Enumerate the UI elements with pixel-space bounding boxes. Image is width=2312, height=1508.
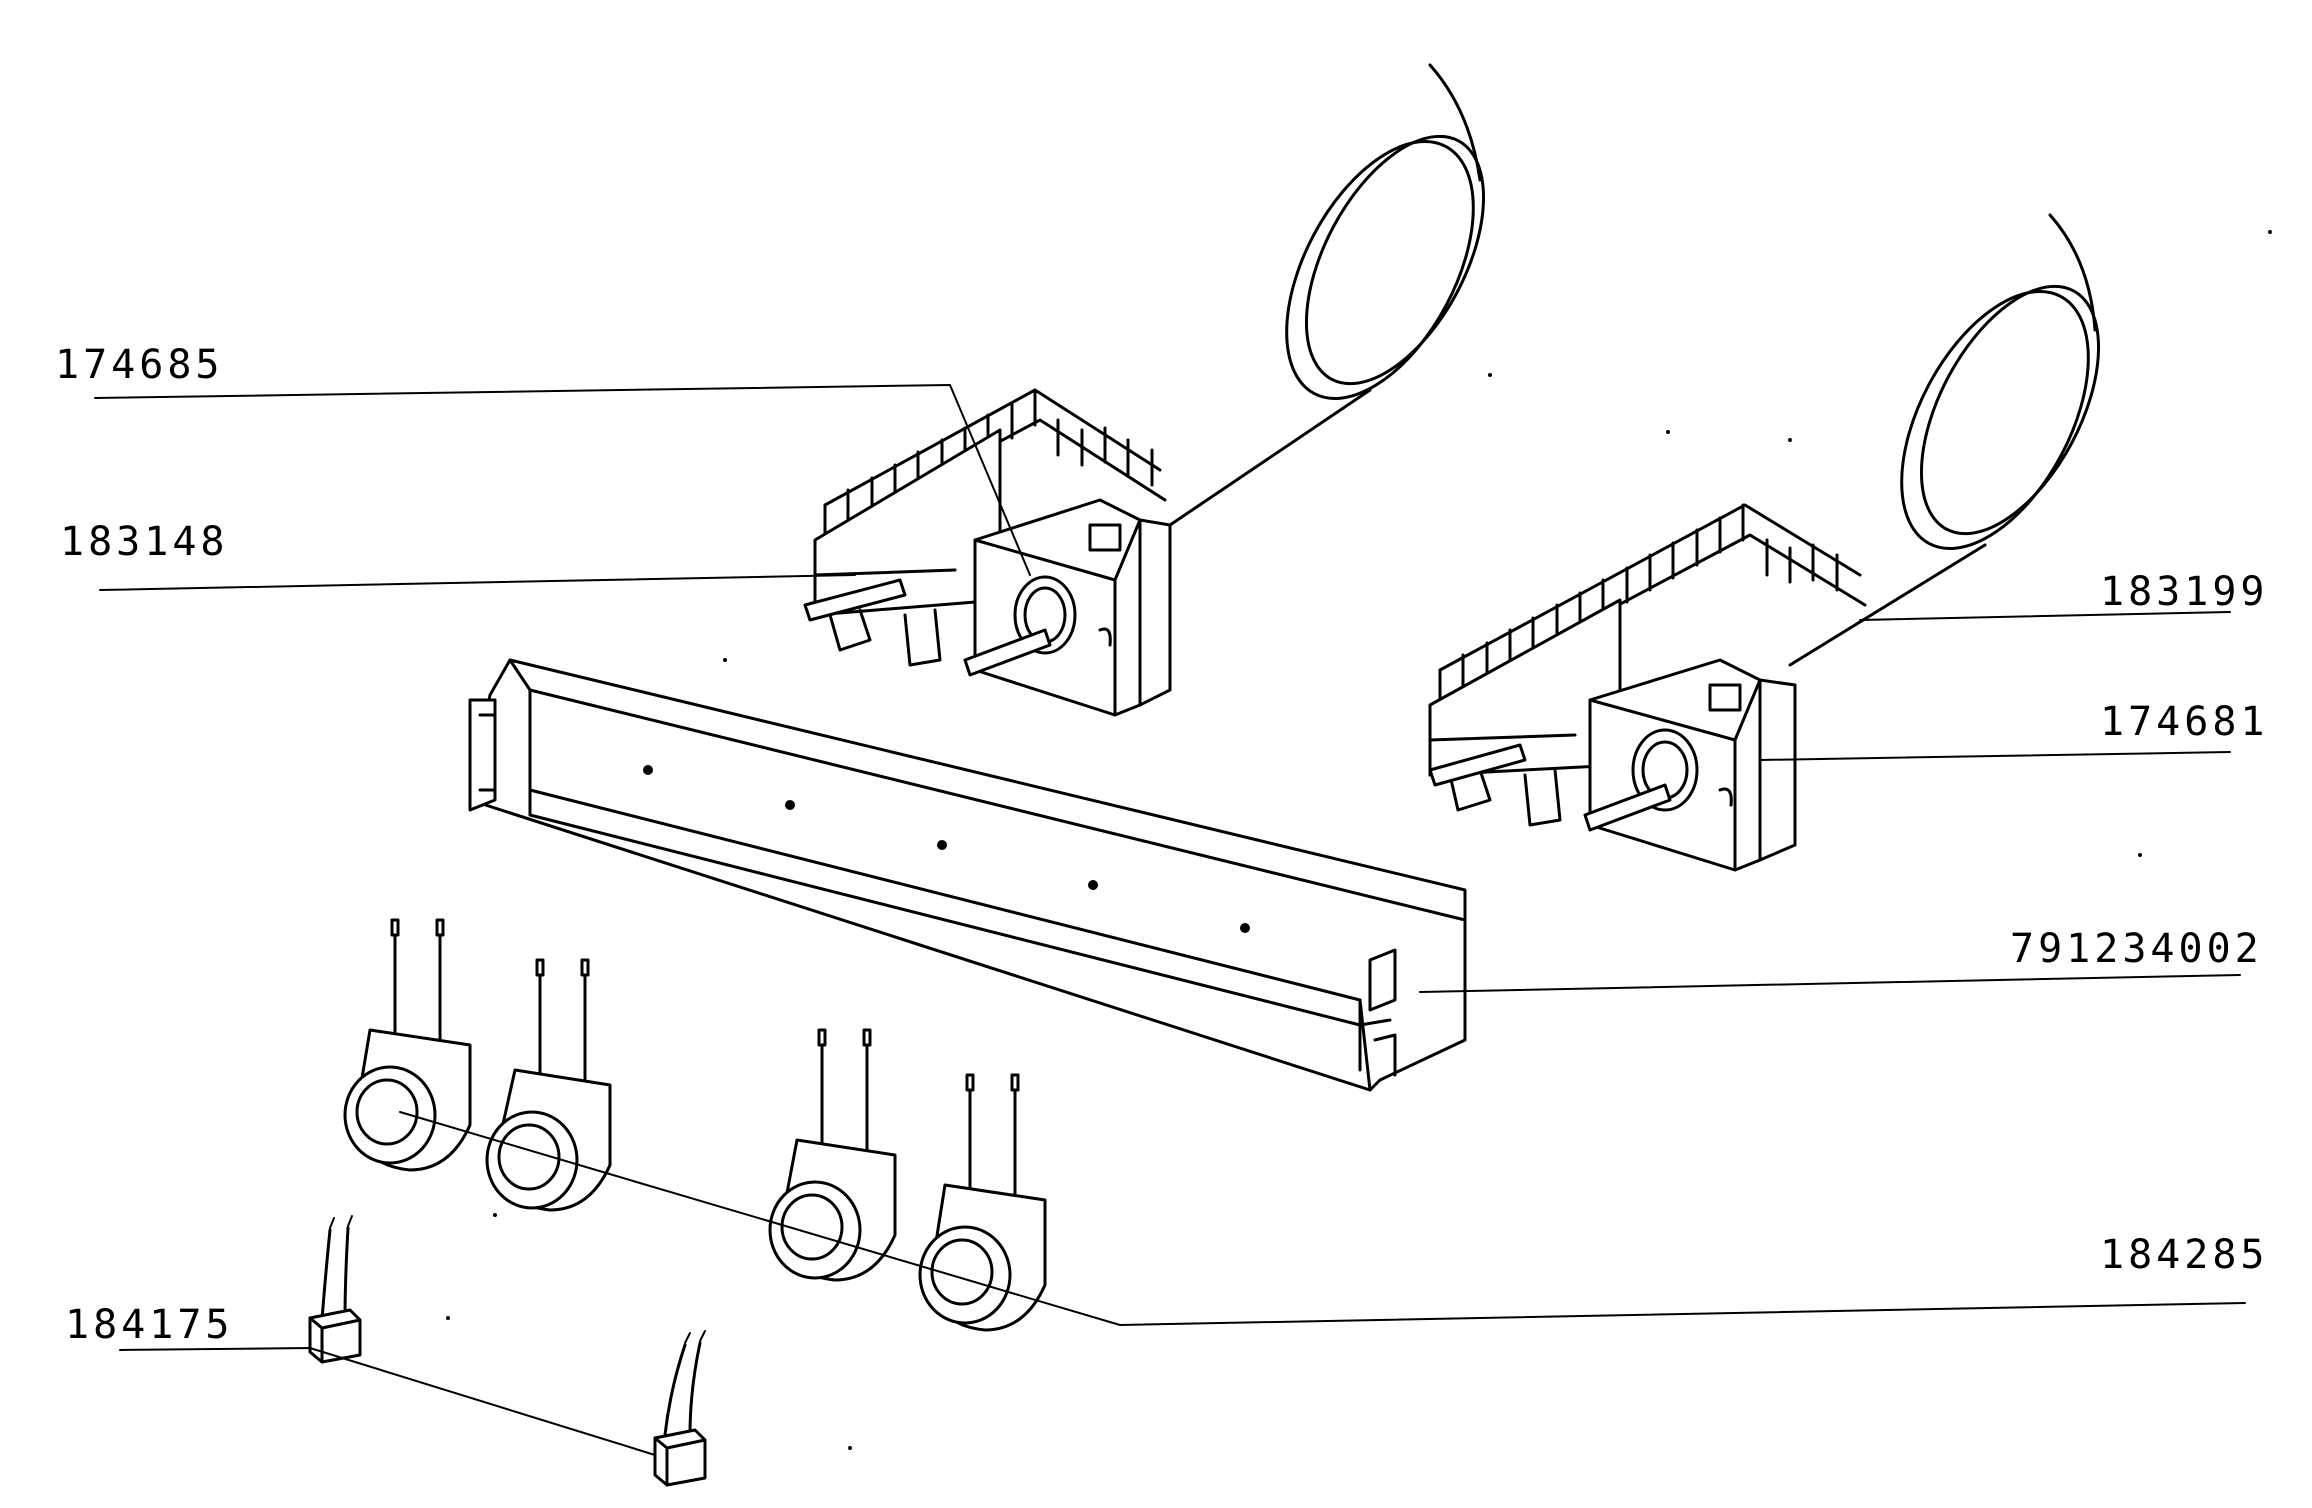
terminal-connector-2: [653, 1330, 707, 1487]
switch-block-right: [1428, 503, 1867, 827]
leader-184175: [119, 1347, 656, 1456]
indicator-lamps: [343, 918, 1047, 1332]
label-183148: 183148: [60, 519, 229, 565]
thermostat-left: [963, 498, 1172, 717]
switch-block-left: [803, 388, 1167, 667]
leader-791234002: [1419, 974, 2241, 993]
capillary-coil-left: [1168, 63, 1486, 527]
label-183199: 183199: [2100, 569, 2269, 615]
indicator-lamp-1: [343, 918, 472, 1172]
terminal-connector-1: [308, 1215, 362, 1364]
leader-174681: [1759, 751, 2231, 761]
label-184285: 184285: [2100, 1232, 2269, 1278]
indicator-lamp-3: [768, 1028, 897, 1282]
leader-183199: [1859, 611, 2231, 621]
thermostat-right: [1583, 658, 1797, 872]
terminal-connectors: [308, 1215, 707, 1487]
label-184175: 184175: [65, 1302, 234, 1348]
leader-183148: [99, 574, 856, 591]
label-174681: 174681: [2100, 699, 2269, 745]
leader-174685: [94, 384, 1031, 576]
part-labels: 174685 183148 183199 174681 791234002 18…: [55, 342, 2269, 1348]
label-174685: 174685: [55, 342, 224, 388]
control-panel-channel: [468, 658, 1467, 1092]
indicator-lamp-4: [918, 1073, 1047, 1332]
indicator-lamp-2: [485, 958, 612, 1212]
leader-184285: [399, 1111, 2246, 1326]
leader-lines: [94, 384, 2246, 1456]
capillary-coil-right: [1788, 213, 2101, 667]
label-791234002: 791234002: [2010, 926, 2263, 972]
scan-specks: [446, 230, 2272, 1450]
